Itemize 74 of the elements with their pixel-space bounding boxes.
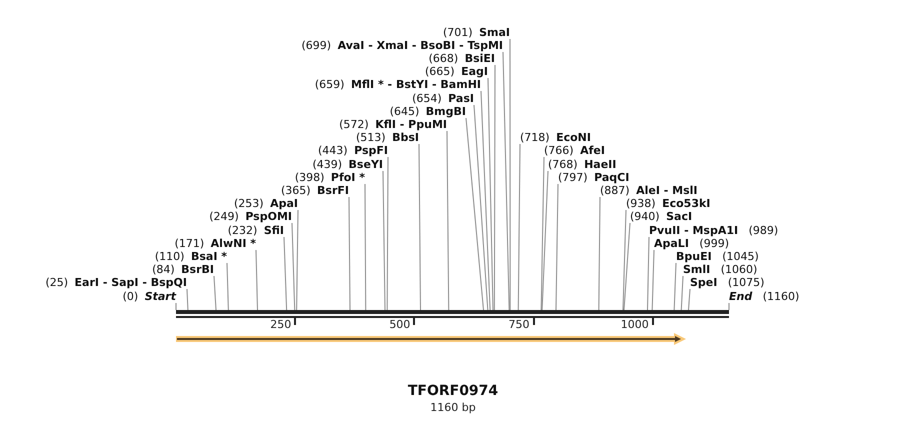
site-label: (668) BsiEI: [428, 52, 495, 65]
site-label: End (1160): [729, 290, 800, 302]
site-label: (443) PspFI: [318, 144, 388, 158]
leader-line: [542, 170, 548, 310]
site-label: (232) SfiI: [228, 224, 284, 236]
scale-number: 750: [508, 318, 530, 331]
leader-line: [292, 222, 296, 310]
leader-line: [226, 262, 229, 310]
leader-line: [256, 250, 258, 310]
site-label: (398) PfoI *: [294, 170, 365, 184]
leader-line: [214, 276, 216, 310]
leader-line: [466, 118, 484, 310]
site-label: (718) EcoNI: [520, 131, 591, 144]
leader-line: [480, 90, 491, 310]
leader-line: [364, 184, 366, 310]
site-label: (110) BsaI *: [154, 250, 227, 263]
site-label: (25) EarI - SapI - BspQI: [45, 276, 187, 290]
site-label: (249) PspOMI: [209, 210, 292, 224]
leader-line: [680, 276, 684, 310]
site-label: SmlI (1060): [683, 263, 758, 276]
site-label: (365) BsrFI: [280, 184, 349, 197]
leader-line: [382, 170, 386, 310]
leader-line: [446, 130, 450, 310]
leader-line: [386, 156, 388, 310]
site-label: SpeI (1075): [690, 276, 764, 290]
site-label: (766) AfeI: [544, 144, 605, 158]
site-label: (654) PasI: [412, 92, 474, 104]
leader-line: [540, 156, 544, 310]
site-label: (659) MflI * - BstYI - BamHI: [314, 78, 481, 92]
leader-line: [647, 236, 650, 310]
leader-line: [674, 262, 676, 310]
site-label: (699) AvaI - XmaI - BsoBI - TspMI: [301, 38, 503, 52]
site-label: BpuEI (1045): [676, 250, 759, 263]
site-label: PvuII - MspA1I (989): [649, 224, 778, 236]
site-label: (171) AlwNI *: [174, 236, 256, 250]
leader-line: [510, 38, 511, 310]
sequence-bar: [176, 310, 729, 318]
site-label: (938) Eco53kI: [626, 197, 710, 210]
site-label: (645) BmgBI: [390, 104, 466, 118]
leader-line: [348, 196, 350, 310]
leader-line: [494, 64, 496, 310]
leader-line: [556, 184, 558, 310]
site-label: (701) SmaI: [443, 26, 510, 38]
site-label: (439) BseYI: [312, 158, 383, 170]
site-label: (0) Start: [122, 290, 176, 302]
leader-line: [728, 302, 730, 310]
site-label: (768) HaeII: [548, 158, 616, 170]
site-label: (887) AleI - MslI: [600, 184, 698, 197]
map-title: TFORF0974: [408, 383, 498, 400]
site-label: (84) BsrBI: [152, 263, 214, 276]
sequence-length: 1160 bp: [430, 401, 476, 414]
scale-number: 250: [270, 318, 292, 331]
leader-line: [688, 288, 690, 310]
leader-line: [518, 144, 520, 310]
site-label: ApaLI (999): [654, 236, 730, 250]
scale-number: 500: [389, 318, 410, 331]
leader-line: [296, 210, 298, 310]
site-label: (572) KflI - PpuMI: [339, 118, 447, 131]
leader-line: [502, 52, 510, 310]
leader-line: [418, 144, 421, 310]
leader-line: [284, 236, 288, 310]
site-label: (665) EagI: [425, 65, 488, 78]
leader-line: [598, 196, 600, 310]
leader-line: [624, 222, 630, 310]
leader-line: [474, 104, 488, 310]
site-label: (940) SacI: [630, 210, 692, 224]
site-label: (253) ApaI: [234, 197, 298, 210]
leader-line: [488, 78, 494, 310]
leader-line: [186, 288, 188, 310]
leader-line: [652, 250, 654, 310]
site-label: (513) BbsI: [356, 131, 419, 144]
leader-line: [622, 210, 626, 310]
site-label: (797) PaqCI: [558, 170, 630, 184]
scale-number: 1000: [620, 318, 649, 331]
